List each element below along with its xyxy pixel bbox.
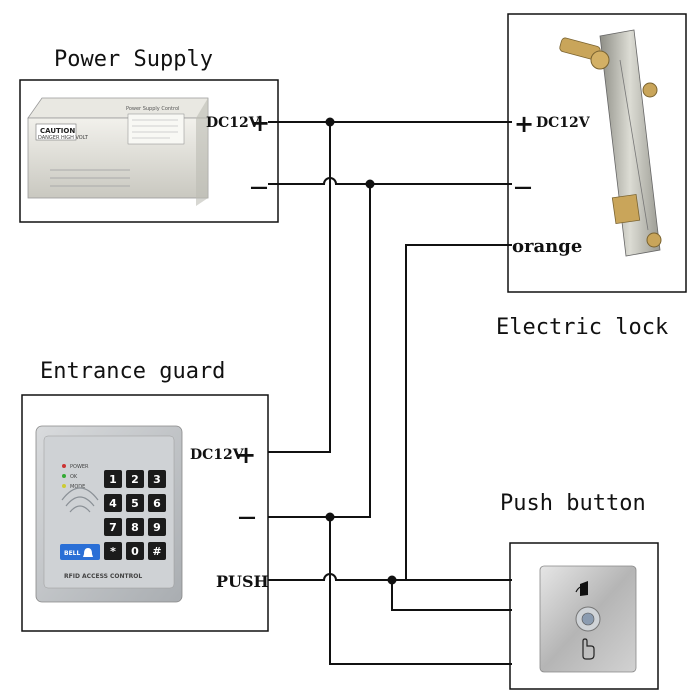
door-open-icon	[580, 581, 588, 596]
wire-positive-to-guard	[268, 122, 331, 453]
junction-dot	[325, 117, 335, 127]
keypad-key[interactable]	[104, 542, 122, 560]
power-supply-positive-sign: +	[250, 109, 270, 137]
psu-caution-text: CAUTION	[40, 127, 75, 135]
indicator-mode-label: MODE	[70, 484, 85, 490]
electric-lock-negative-sign: —	[514, 177, 532, 198]
mode-led-icon	[62, 484, 66, 488]
keypad-key[interactable]	[104, 470, 122, 488]
keypad-key-label: 7	[109, 521, 117, 534]
keypad-key-label: #	[152, 545, 161, 558]
keypad-key[interactable]	[126, 542, 144, 560]
keypad-key[interactable]	[126, 494, 144, 512]
device-caption: RFID ACCESS CONTROL	[64, 573, 142, 580]
wire-negative-to-guard	[268, 184, 371, 518]
keypad-key-label: *	[110, 545, 116, 558]
bell-label: BELL	[64, 550, 80, 557]
keypad-key[interactable]	[148, 470, 166, 488]
keypad-key[interactable]	[148, 542, 166, 560]
entrance-guard-push-label: PUSH	[216, 572, 269, 591]
entrance-guard-title: Entrance guard	[40, 359, 225, 384]
power-supply-title: Power Supply	[54, 47, 213, 72]
wire-push-button-lead-2	[329, 517, 512, 665]
keypad-key-label: 0	[131, 545, 139, 558]
push-button-device	[539, 565, 637, 673]
keypad-key[interactable]	[148, 494, 166, 512]
keypad-key[interactable]	[126, 470, 144, 488]
keypad-key-label: 1	[109, 473, 117, 486]
keypad: 1 2 3 4 5 6 7 8 9 * 0 #	[104, 470, 166, 560]
wire-orange	[405, 244, 512, 580]
indicator-ok-label: OK	[70, 474, 78, 480]
keypad-key-label: 4	[109, 497, 117, 510]
junction-dot	[325, 512, 335, 522]
keypad-key[interactable]	[104, 518, 122, 536]
electric-lock-positive-sign: +	[514, 110, 534, 138]
keypad-key-label: 9	[153, 521, 161, 534]
rfid-wave-icon	[61, 487, 99, 513]
entrance-guard-positive-sign: +	[236, 441, 256, 469]
electric-lock-device	[559, 29, 662, 257]
ok-led-icon	[62, 474, 66, 478]
keypad-key-label: 2	[131, 473, 139, 486]
keypad-key[interactable]	[104, 494, 122, 512]
entrance-guard-negative-sign: —	[238, 507, 256, 528]
wire-negative-bus	[268, 177, 512, 185]
junction-dot	[365, 179, 375, 189]
bell-icon	[83, 548, 93, 557]
finger-press-icon	[582, 638, 595, 660]
power-led-icon	[62, 464, 66, 468]
keypad-key-label: 5	[131, 497, 139, 510]
entrance-guard-positive-label: DC12V	[190, 447, 245, 463]
entrance-guard-device: POWER OK MODE BELL RFID ACCESS CONTROL 1…	[35, 425, 183, 603]
indicator-power-label: POWER	[70, 464, 89, 470]
junction-dot	[387, 575, 397, 585]
electric-lock-positive-label: DC12V	[536, 115, 591, 131]
electric-lock-title: Electric lock	[496, 315, 668, 340]
wires	[268, 117, 512, 665]
keypad-key-label: 8	[131, 521, 139, 534]
power-supply-device: CAUTION DANGER HIGH VOLT Power Supply Co…	[27, 97, 209, 206]
psu-header-text: Power Supply Control	[126, 106, 179, 112]
push-button-title: Push button	[500, 491, 646, 516]
power-supply-negative-sign: —	[250, 177, 268, 198]
keypad-key[interactable]	[126, 518, 144, 536]
electric-lock-orange-label: orange	[512, 236, 582, 257]
power-supply-positive-label: DC12V	[206, 115, 261, 131]
keypad-key[interactable]	[148, 518, 166, 536]
keypad-key-label: 3	[153, 473, 161, 486]
wire-push-button-lead-1	[391, 580, 512, 611]
psu-caution-subtext: DANGER HIGH VOLT	[38, 135, 89, 141]
keypad-key-label: 6	[153, 497, 161, 510]
